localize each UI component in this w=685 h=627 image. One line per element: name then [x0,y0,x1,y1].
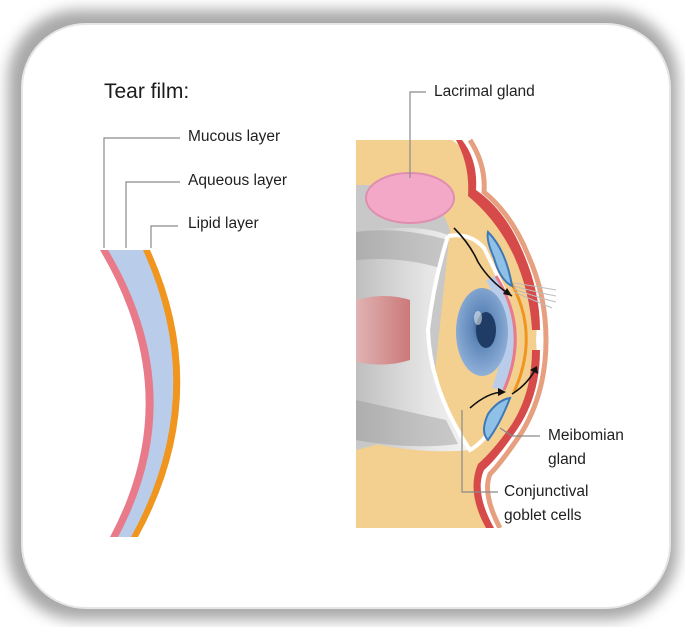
lacrimal-gland-shape [366,173,454,223]
meibomian-gland-label-line2: gland [548,450,586,470]
tear-film-title: Tear film: [104,80,189,104]
muscle-middle [356,296,410,365]
meibomian-gland-label-line1: Meibomian [548,426,624,446]
conjunctival-goblet-label-line2: goblet cells [504,506,582,526]
aqueous-layer-label: Aqueous layer [188,171,287,191]
lipid-layer-label: Lipid layer [188,214,259,234]
mucous-layer-label: Mucous layer [188,127,280,147]
lacrimal-gland-label: Lacrimal gland [434,82,535,102]
conjunctival-goblet-label-line1: Conjunctival [504,482,588,502]
